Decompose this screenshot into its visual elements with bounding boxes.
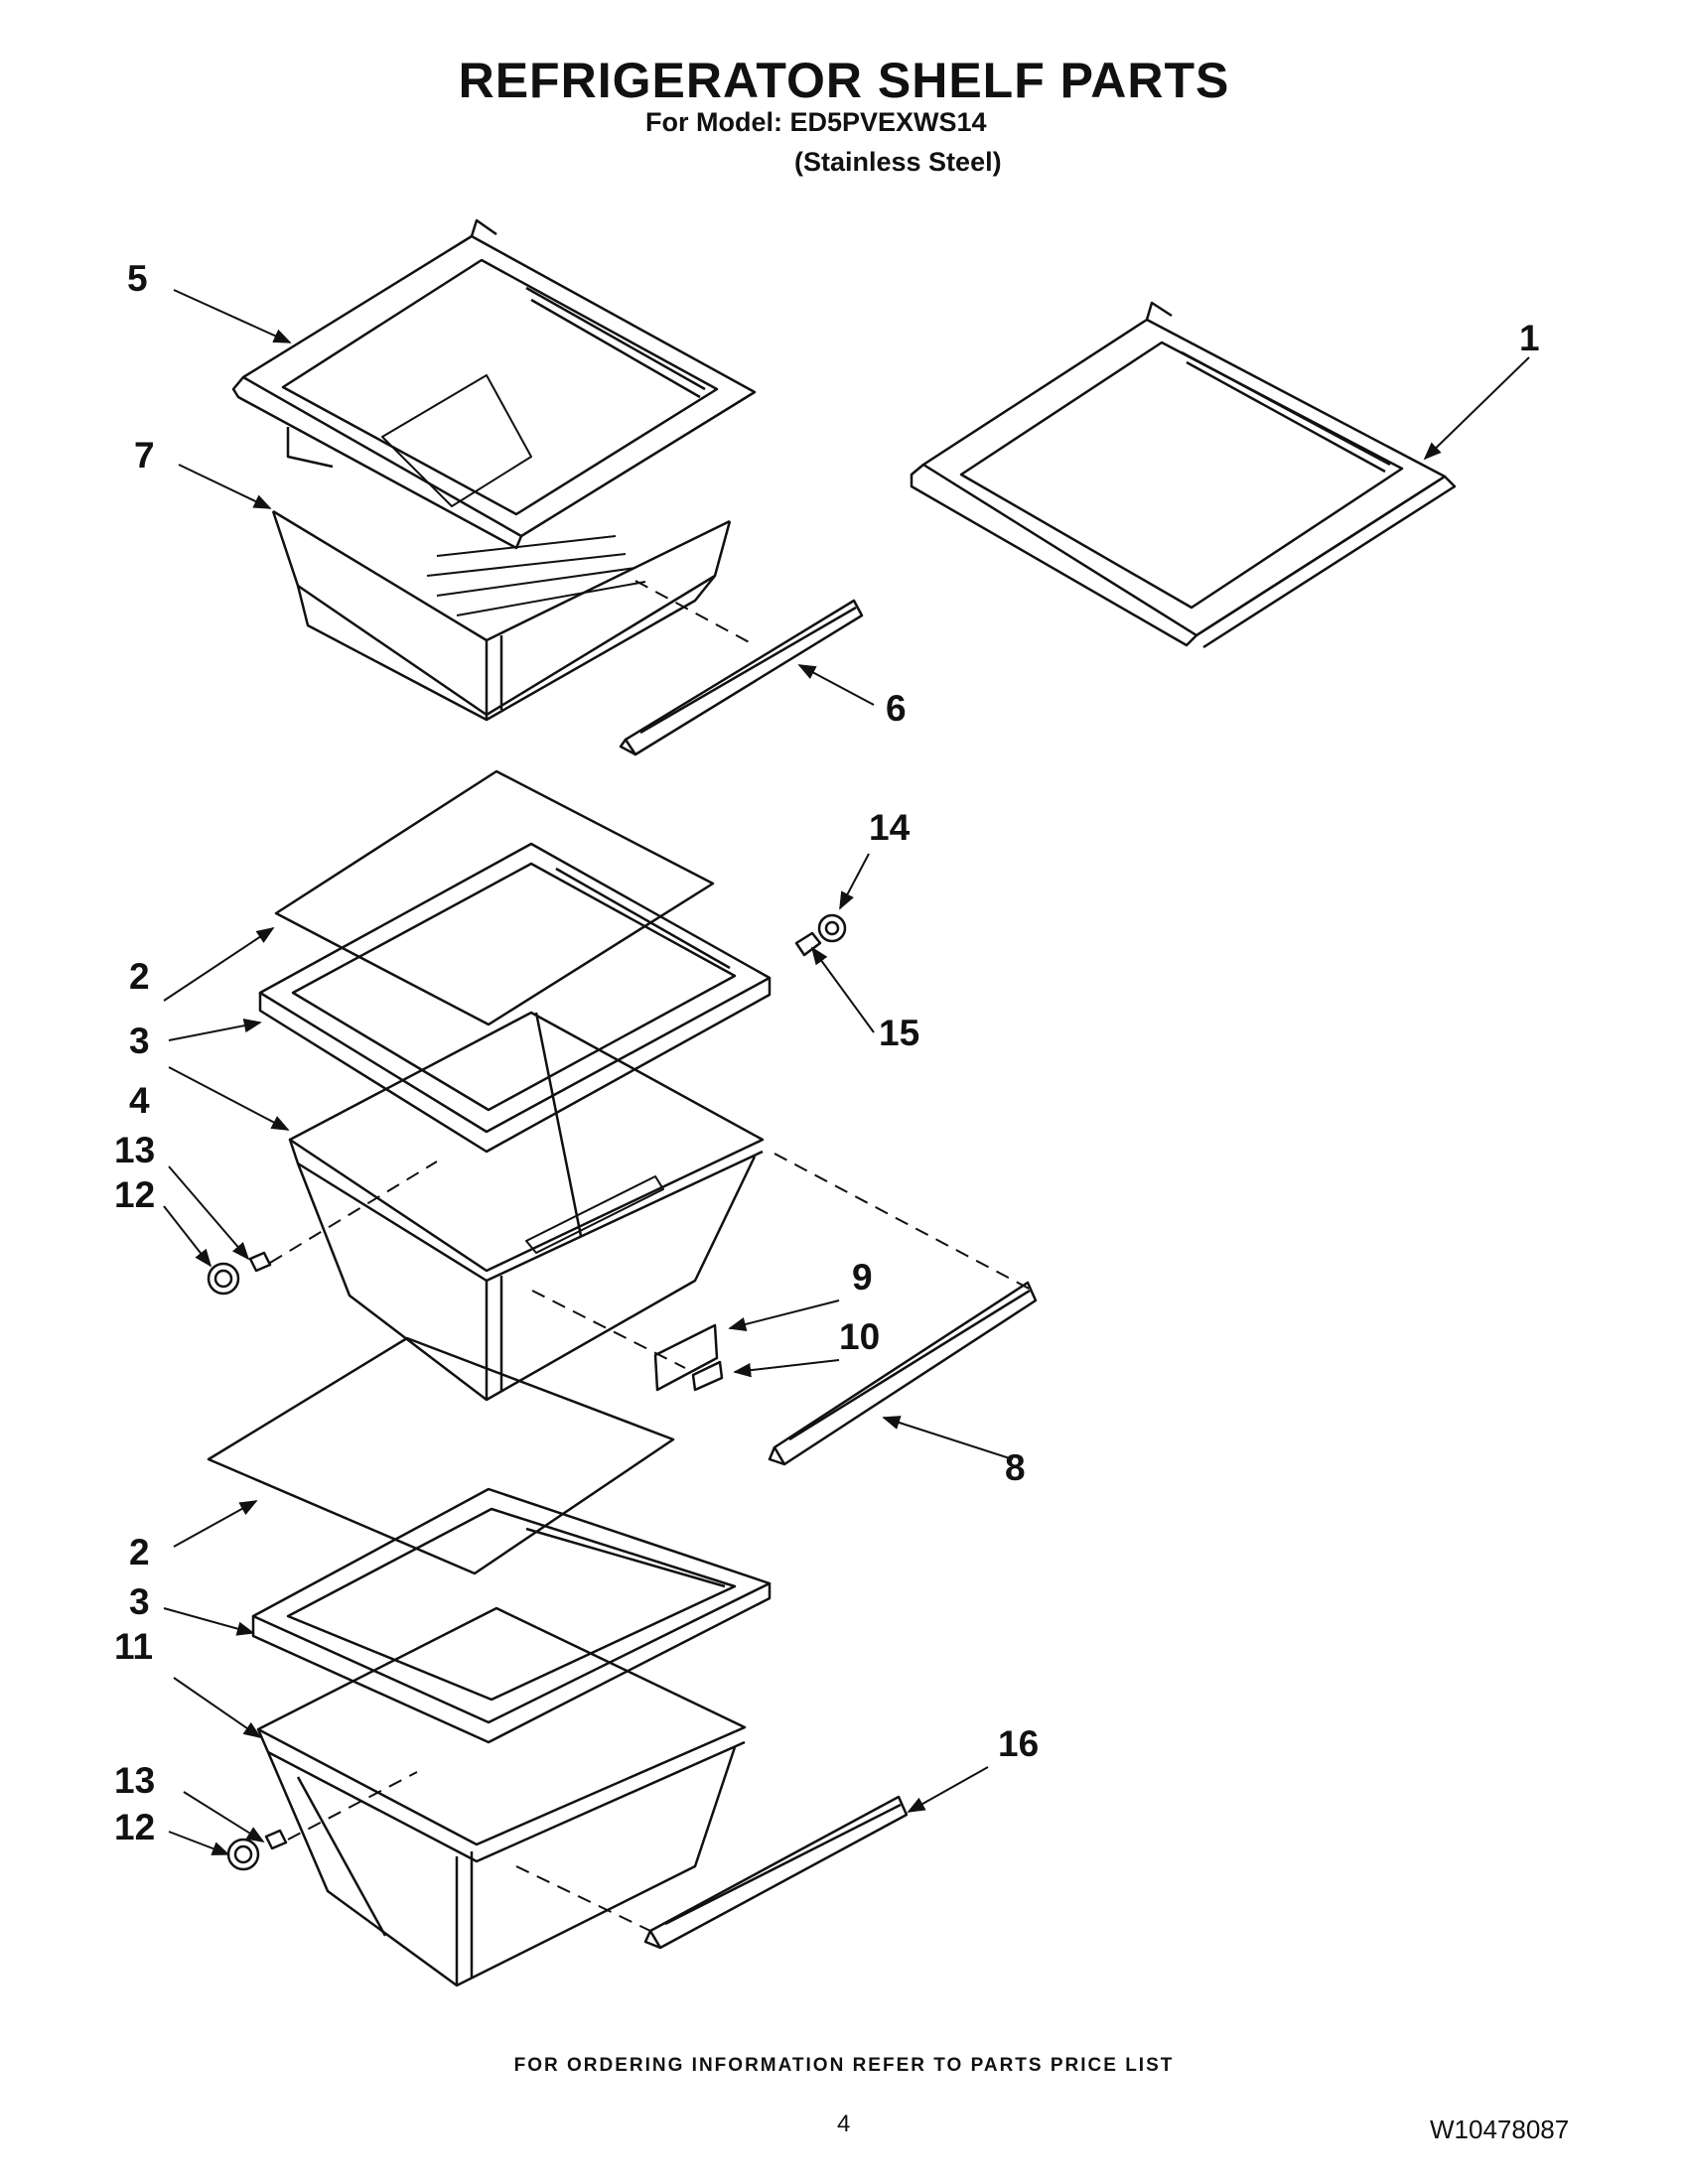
document-number: W10478087 [1430, 2115, 1570, 2144]
callout-10: 10 [839, 1316, 881, 1357]
callout-3-lower: 3 [129, 1581, 150, 1622]
page-number: 4 [837, 2111, 851, 2137]
trim-part-16 [643, 1795, 909, 1950]
label-holder-parts-9-10 [653, 1323, 724, 1392]
callout-2-upper: 2 [129, 956, 150, 997]
shelf-part-5 [231, 218, 757, 550]
ordering-note: FOR ORDERING INFORMATION REFER TO PARTS … [513, 2055, 1175, 2076]
callout-7: 7 [134, 435, 155, 476]
callout-6: 6 [886, 688, 907, 729]
model-line: For Model: ED5PVEXWS14 [645, 107, 987, 137]
callout-13-lower: 13 [114, 1760, 156, 1801]
hardware-parts-12-13-upper [207, 1251, 272, 1296]
callout-16: 16 [998, 1723, 1040, 1764]
drawer-part-11 [256, 1606, 747, 1987]
callout-9: 9 [852, 1257, 873, 1297]
trim-part-6 [619, 599, 864, 756]
callout-1: 1 [1519, 318, 1540, 358]
alignment-lines [269, 580, 1034, 1932]
frame-part-3-upper [258, 842, 772, 1154]
callout-5: 5 [127, 258, 148, 299]
leader-arrows [163, 289, 1530, 1855]
glass-part-2-upper [274, 769, 715, 1026]
callout-12-upper: 12 [114, 1174, 156, 1215]
callout-8: 8 [1005, 1447, 1026, 1488]
hardware-parts-12-13-lower [226, 1829, 288, 1871]
color-line: (Stainless Steel) [794, 147, 1002, 177]
glass-part-2-lower [207, 1336, 675, 1575]
callout-14: 14 [869, 807, 911, 848]
callout-11: 11 [114, 1626, 154, 1667]
drawer-part-7 [271, 509, 732, 722]
callout-2-lower: 2 [129, 1532, 150, 1572]
shelf-part-1 [910, 301, 1457, 649]
callout-13-upper: 13 [114, 1130, 156, 1170]
callout-15: 15 [879, 1013, 920, 1053]
callout-4: 4 [129, 1080, 150, 1121]
callout-12-lower: 12 [114, 1807, 156, 1847]
drawer-part-4 [288, 1011, 765, 1402]
page-title: REFRIGERATOR SHELF PARTS [458, 53, 1230, 108]
hardware-parts-14-15 [794, 913, 847, 957]
callout-3-upper: 3 [129, 1021, 150, 1061]
trim-part-8 [768, 1281, 1038, 1466]
